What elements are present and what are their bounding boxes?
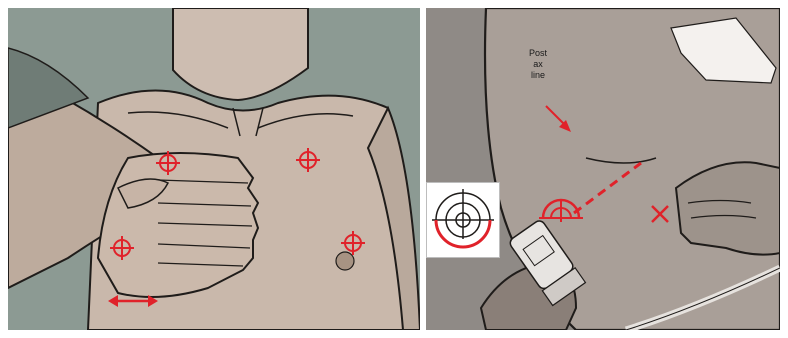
target-marker-icon: [156, 151, 180, 175]
posterior-axillary-line-label: Post ax line: [518, 48, 558, 81]
arrow-icon: [546, 106, 571, 132]
double-arrow-icon: [108, 295, 158, 307]
cross-marker-icon: [652, 206, 668, 222]
left-photo-panel: [8, 8, 420, 330]
target-marker-icon: [539, 200, 583, 222]
probe-target-inset: [426, 182, 500, 258]
guide-dashed-line: [574, 163, 641, 213]
right-markers: [426, 8, 780, 330]
probe-target-inset-icon: [427, 183, 499, 257]
target-marker-icon: [296, 148, 320, 172]
left-markers: [8, 8, 420, 330]
target-marker-icon: [110, 236, 134, 260]
target-marker-icon: [341, 231, 365, 255]
right-photo-panel: Post ax line: [426, 8, 780, 330]
